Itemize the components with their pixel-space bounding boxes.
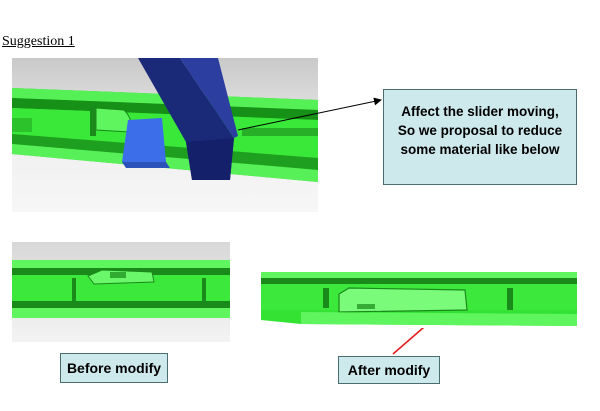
note-line-1: Affect the slider moving,: [401, 104, 559, 119]
note-line-2: So we proposal to reduce: [397, 123, 563, 138]
label-after-modify: After modify: [338, 356, 440, 384]
callout-note: Affect the slider moving, So we proposal…: [383, 89, 577, 185]
render-slider-interference: [12, 58, 318, 212]
slide-heading: Suggestion 1: [2, 34, 75, 49]
render-before-modify: [12, 242, 230, 342]
render-after-modify: [261, 270, 577, 328]
label-before-modify: Before modify: [60, 353, 168, 383]
note-line-3: some material like below: [400, 142, 560, 157]
